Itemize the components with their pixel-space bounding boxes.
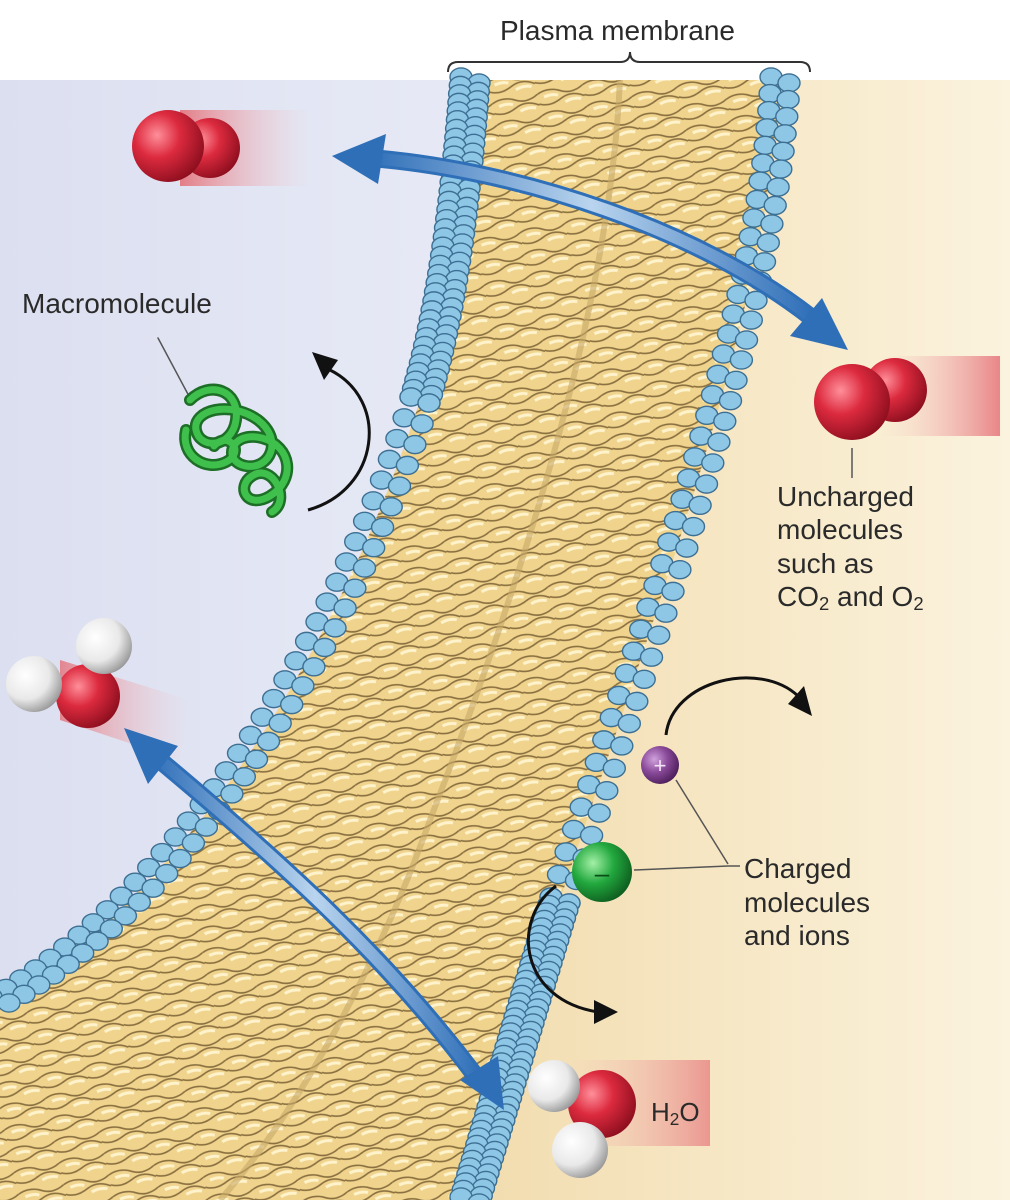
- head-group-bead: [141, 878, 165, 898]
- head-group-bead: [268, 713, 292, 733]
- head-group-bead: [632, 669, 656, 690]
- head-group-bead: [734, 330, 759, 350]
- negative-ion-sign: –: [595, 858, 610, 888]
- extracellular-background: [470, 80, 1010, 1200]
- head-group-bead: [312, 637, 337, 658]
- head-group-bead: [771, 141, 795, 162]
- gas-formula: CO2 and O2: [777, 580, 924, 614]
- head-group-bead: [773, 124, 797, 144]
- head-group-bead: [70, 943, 95, 963]
- head-group-bead: [610, 736, 634, 756]
- head-group-bead: [352, 558, 377, 578]
- head-group-bead: [333, 598, 357, 618]
- head-group-bead: [777, 73, 801, 93]
- head-group-bead: [625, 691, 649, 712]
- plasma-membrane-title: Plasma membrane: [500, 15, 735, 46]
- gas-molecule-inside: [814, 356, 1000, 478]
- head-group-bead: [739, 310, 763, 330]
- charged-molecules-label: Charged molecules and ions: [744, 853, 871, 952]
- blocked-arrow-positive-ion: [664, 676, 812, 736]
- head-group-bead: [756, 232, 780, 253]
- head-group-bead: [362, 537, 386, 558]
- head-group-bead: [168, 848, 192, 869]
- head-group-bead: [56, 954, 80, 975]
- head-group-bead: [701, 453, 725, 473]
- head-group-bead: [256, 731, 281, 752]
- gas-molecule-outside: [132, 110, 310, 186]
- head-group-bead: [127, 892, 152, 912]
- head-group-bead: [244, 749, 269, 770]
- head-group-bead: [181, 833, 206, 853]
- water-label: H2O: [651, 1097, 700, 1129]
- positive-ion-sign: +: [654, 753, 667, 778]
- head-group-bead: [713, 411, 737, 432]
- head-group-bead: [766, 177, 790, 197]
- membrane-bracket: [447, 51, 811, 73]
- head-group-bead: [291, 676, 315, 696]
- head-group-bead: [654, 603, 678, 623]
- head-group-bead: [769, 159, 793, 179]
- blocked-arrow-macromolecule: [307, 352, 371, 512]
- head-group-bead: [775, 106, 799, 127]
- head-group-bead: [379, 497, 403, 517]
- head-group-bead: [467, 1193, 491, 1200]
- permeable-arrow-water: [124, 728, 504, 1110]
- head-group-bead: [387, 476, 412, 496]
- blocked-arrow-negative-ion: [526, 884, 618, 1024]
- permeable-arrow-gas: [332, 134, 848, 350]
- head-group-bead: [752, 252, 777, 272]
- water-molecule-outside: [6, 618, 190, 760]
- head-group-bead: [688, 495, 712, 516]
- head-group-bead: [729, 350, 754, 370]
- head-group-bead: [410, 414, 434, 434]
- head-group-bead: [417, 393, 441, 413]
- head-group-bead: [744, 290, 768, 311]
- head-group-bead: [579, 825, 604, 846]
- positive-ion: [641, 746, 679, 784]
- head-group-bead: [718, 390, 743, 411]
- head-group-bead: [323, 618, 347, 638]
- water-molecule-inside: [528, 1060, 710, 1178]
- head-group-bead: [194, 817, 219, 837]
- lipid-bilayer: [0, 80, 780, 1200]
- head-group-bead: [154, 863, 179, 884]
- head-group-bead: [639, 647, 664, 667]
- uncharged-molecules-label: Uncharged molecules such as CO2 and O2: [777, 481, 924, 614]
- head-group-bead: [602, 758, 626, 779]
- head-group-bead: [675, 538, 699, 558]
- head-group-bead: [232, 767, 257, 787]
- head-group-bead: [280, 694, 304, 715]
- head-group-bead: [724, 370, 748, 391]
- head-group-bead: [587, 803, 611, 823]
- head-group-bead: [395, 455, 420, 476]
- head-group-bead: [595, 780, 619, 801]
- negative-ion: [572, 842, 632, 902]
- head-group-bead: [343, 578, 367, 598]
- head-group-bead: [694, 474, 719, 494]
- head-group-bead: [707, 432, 731, 452]
- macromolecule-label: Macromolecule: [22, 288, 212, 319]
- head-group-bead: [617, 713, 641, 734]
- head-group-bead: [220, 784, 244, 804]
- head-group-bead: [760, 214, 784, 234]
- head-group-bead: [302, 657, 326, 677]
- head-group-bead: [113, 906, 138, 926]
- head-group-bead: [370, 517, 395, 538]
- head-group-bead: [449, 1187, 473, 1200]
- head-group-bead: [763, 195, 787, 216]
- macromolecule-icon: [157, 337, 294, 518]
- inner-head-groups: [0, 67, 491, 1013]
- head-group-bead: [0, 993, 21, 1013]
- head-group-bead: [776, 89, 800, 110]
- head-group-bead: [661, 581, 685, 602]
- head-group-bead: [681, 516, 706, 537]
- head-group-bead: [99, 919, 124, 939]
- head-group-bead: [403, 434, 427, 455]
- head-group-bead: [85, 931, 109, 951]
- head-group-bead: [647, 625, 671, 645]
- head-group-bead: [668, 559, 692, 580]
